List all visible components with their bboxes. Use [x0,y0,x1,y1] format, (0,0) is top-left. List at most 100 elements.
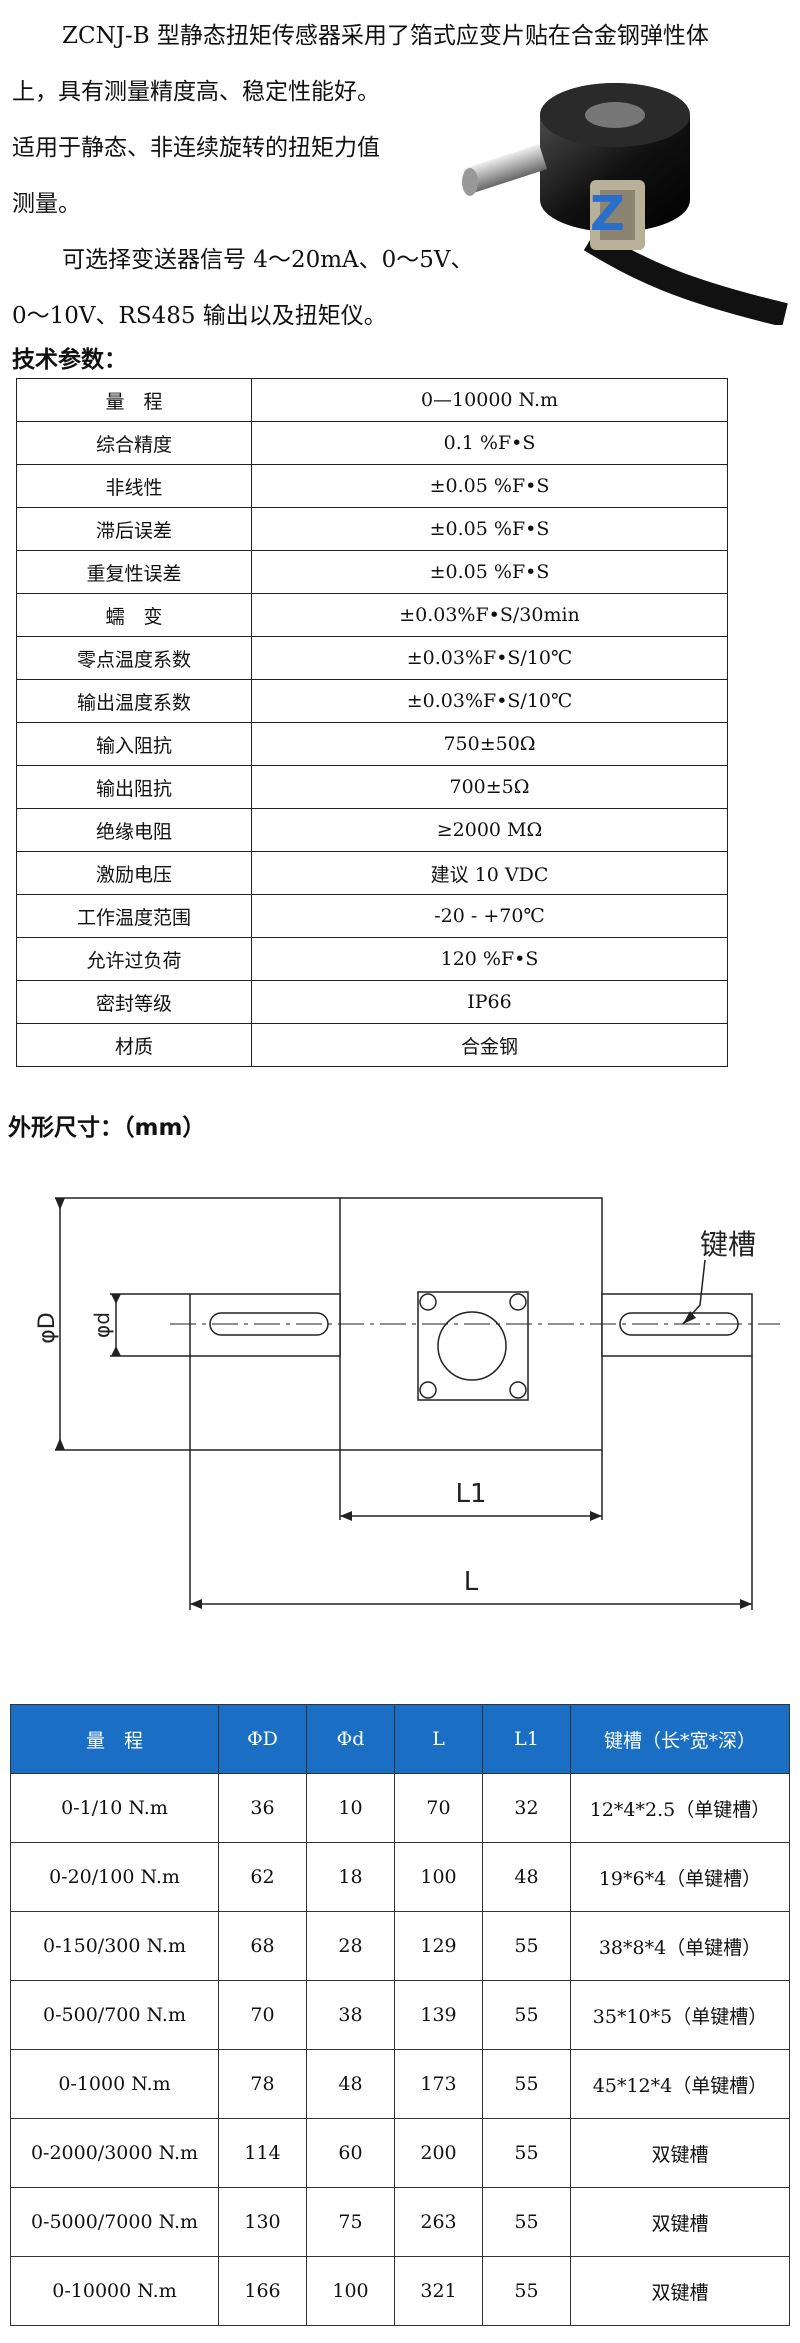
spec-value: 120 %F•S [251,937,728,981]
dimensions-cell: 321 [394,2256,483,2326]
keyway-label: 键槽 [700,1228,756,1261]
dimensions-cell: 100 [394,1842,483,1912]
dimensions-cell: 0-10000 N.m [10,2256,219,2326]
dimensions-cell: 62 [218,1842,307,1912]
dimensions-cell: 68 [218,1911,307,1981]
dimensions-cell: 0-1/10 N.m [10,1773,219,1843]
spec-label: 输入阻抗 [16,722,252,766]
spec-label: 密封等级 [16,980,252,1024]
spec-row: 输出温度系数±0.03%F•S/10℃ [16,679,728,723]
intro-line-5: 可选择变送器信号 4～20mA、0～5V、 [62,247,474,273]
dimensions-cell: 0-150/300 N.m [10,1911,219,1981]
spec-label: 输出阻抗 [16,765,252,809]
dimensions-header-cell: L1 [482,1704,571,1774]
dimensions-cell: 35*10*5（单键槽） [570,1980,790,2050]
dimensions-cell: 0-1000 N.m [10,2049,219,2119]
dimension-drawing: φD φd L1 L 键槽 [35,1197,780,1610]
spec-value: ≥2000 MΩ [251,808,728,852]
dimensions-cell: 10 [306,1773,395,1843]
spec-value: ±0.05 %F•S [251,507,728,551]
dimensions-cell: 19*6*4（单键槽） [570,1842,790,1912]
dimensions-cell: 48 [306,2049,395,2119]
intro-line-1: ZCNJ-B 型静态扭矩传感器采用了箔式应变片贴在合金钢弹性体 [62,23,709,49]
dimensions-header-cell: L [394,1704,483,1774]
dimensions-cell: 200 [394,2118,483,2188]
dimensions-cell: 36 [218,1773,307,1843]
dimensions-title: 外形尺寸：（mm） [8,1115,206,1141]
spec-value: IP66 [251,980,728,1024]
dimensions-cell: 48 [482,1842,571,1912]
dimensions-cell: 70 [218,1980,307,2050]
spec-label: 滞后误差 [16,507,252,551]
spec-label: 允许过负荷 [16,937,252,981]
spec-label: 工作温度范围 [16,894,252,938]
dimensions-cell: 55 [482,2187,571,2257]
dimensions-cell: 70 [394,1773,483,1843]
dimensions-cell: 55 [482,1980,571,2050]
spec-row: 零点温度系数±0.03%F•S/10℃ [16,636,728,680]
spec-label: 材质 [16,1023,252,1067]
dimensions-cell: 173 [394,2049,483,2119]
dimensions-cell: 双键槽 [570,2118,790,2188]
L-label: L [464,1567,479,1597]
intro-line-2: 上，具有测量精度高、稳定性能好。 [12,79,380,105]
spec-row: 绝缘电阻≥2000 MΩ [16,808,728,852]
spec-label: 激励电压 [16,851,252,895]
dimensions-cell: 55 [482,2256,571,2326]
dimensions-cell: 双键槽 [570,2187,790,2257]
spec-row: 滞后误差±0.05 %F•S [16,507,728,551]
phi-D-label: φD [35,1312,60,1343]
spec-label: 重复性误差 [16,550,252,594]
dimensions-cell: 100 [306,2256,395,2326]
intro-line-6: 0～10V、RS485 输出以及扭矩仪。 [12,303,387,329]
dimensions-cell: 32 [482,1773,571,1843]
dimensions-cell: 38 [306,1980,395,2050]
spec-label: 综合精度 [16,421,252,465]
spec-row: 非线性±0.05 %F•S [16,464,728,508]
dimensions-cell: 45*12*4（单键槽） [570,2049,790,2119]
dimensions-cell: 139 [394,1980,483,2050]
spec-title: 技术参数： [12,347,127,373]
dimensions-cell: 55 [482,1911,571,1981]
spec-label: 零点温度系数 [16,636,252,680]
spec-label: 量 程 [16,378,252,422]
spec-label: 蠕 变 [16,593,252,637]
dimensions-cell: 130 [218,2187,307,2257]
spec-label: 输出温度系数 [16,679,252,723]
spec-value: 700±5Ω [251,765,728,809]
spec-row: 重复性误差±0.05 %F•S [16,550,728,594]
spec-value: 建议 10 VDC [251,851,728,895]
phi-d-label: φd [90,1312,114,1338]
svg-text:Z: Z [590,186,625,242]
spec-value: ±0.03%F•S/10℃ [251,636,728,680]
dimensions-cell: 60 [306,2118,395,2188]
spec-row: 激励电压建议 10 VDC [16,851,728,895]
spec-row: 蠕 变±0.03%F•S/30min [16,593,728,637]
dimensions-cell: 12*4*2.5（单键槽） [570,1773,790,1843]
dimensions-cell: 双键槽 [570,2256,790,2326]
intro-line-4: 测量。 [12,191,81,217]
dimensions-cell: 0-500/700 N.m [10,1980,219,2050]
spec-row: 工作温度范围-20 - +70℃ [16,894,728,938]
dimensions-cell: 114 [218,2118,307,2188]
dimensions-cell: 55 [482,2118,571,2188]
spec-value: 750±50Ω [251,722,728,766]
spec-row: 材质合金钢 [16,1023,728,1067]
dimensions-cell: 0-20/100 N.m [10,1842,219,1912]
spec-value: 0.1 %F•S [251,421,728,465]
